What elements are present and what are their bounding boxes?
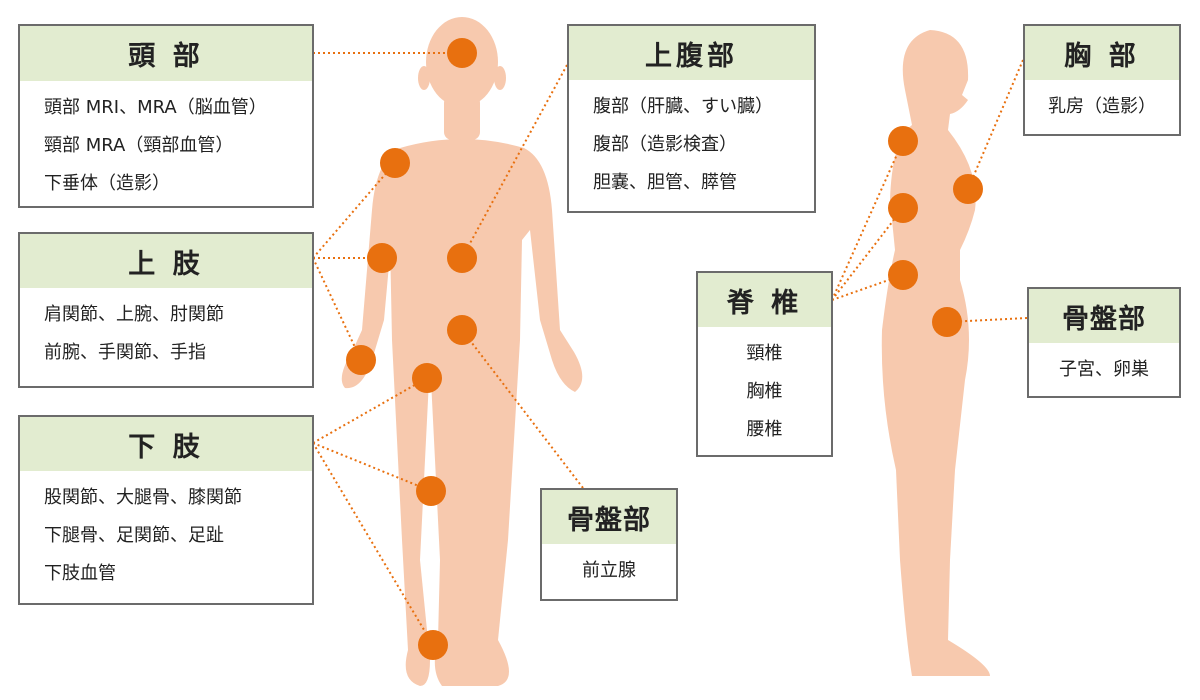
spine-item: 腰椎 xyxy=(746,419,783,440)
marker-head[interactable] xyxy=(447,38,477,68)
marker-elbow[interactable] xyxy=(367,243,397,273)
upper-abdomen-title: 上腹部 xyxy=(569,26,814,80)
head-title: 頭 部 xyxy=(20,26,312,81)
chest-item: 乳房（造影） xyxy=(1048,96,1156,117)
marker-pelvis-front[interactable] xyxy=(447,315,477,345)
head-box: 頭 部 頭部 MRI、MRA（脳血管） 頸部 MRA（頸部血管） 下垂体（造影） xyxy=(18,24,314,208)
marker-thoracic-spine[interactable] xyxy=(888,193,918,223)
lower-limb-box: 下 肢 股関節、大腿骨、膝関節 下腿骨、足関節、足趾 下肢血管 xyxy=(18,415,314,605)
lower-limb-item: 下腿骨、足関節、足趾 xyxy=(44,525,224,546)
pelvis-front-box: 骨盤部 前立腺 xyxy=(540,488,678,601)
pelvis-front-item: 前立腺 xyxy=(582,560,636,581)
marker-hip[interactable] xyxy=(412,363,442,393)
upper-limb-item: 前腕、手関節、手指 xyxy=(44,342,206,363)
spine-box: 脊 椎 頸椎 胸椎 腰椎 xyxy=(696,271,833,457)
head-item: 頭部 MRI、MRA（脳血管） xyxy=(44,97,267,118)
marker-wrist[interactable] xyxy=(346,345,376,375)
pelvis-side-item: 子宮、卵巣 xyxy=(1059,359,1149,380)
marker-lumbar-spine[interactable] xyxy=(888,260,918,290)
marker-upper-abdomen[interactable] xyxy=(447,243,477,273)
marker-knee[interactable] xyxy=(416,476,446,506)
marker-shoulder[interactable] xyxy=(380,148,410,178)
lower-limb-title: 下 肢 xyxy=(20,417,312,471)
marker-chest[interactable] xyxy=(953,174,983,204)
lower-limb-item: 股関節、大腿骨、膝関節 xyxy=(44,487,242,508)
marker-pelvis-side[interactable] xyxy=(932,307,962,337)
spine-title: 脊 椎 xyxy=(698,273,831,327)
upper-abdomen-item: 腹部（肝臓、すい臓） xyxy=(593,96,773,117)
chest-title: 胸 部 xyxy=(1025,26,1179,80)
spine-item: 胸椎 xyxy=(746,381,783,402)
upper-abdomen-item: 腹部（造影検査） xyxy=(593,134,737,155)
chest-box: 胸 部 乳房（造影） xyxy=(1023,24,1181,136)
pelvis-side-title: 骨盤部 xyxy=(1029,289,1179,343)
upper-abdomen-box: 上腹部 腹部（肝臓、すい臓） 腹部（造影検査） 胆嚢、胆管、膵管 xyxy=(567,24,816,213)
marker-ankle[interactable] xyxy=(418,630,448,660)
upper-limb-item: 肩関節、上腕、肘関節 xyxy=(44,304,224,325)
pelvis-side-box: 骨盤部 子宮、卵巣 xyxy=(1027,287,1181,398)
head-item: 頸部 MRA（頸部血管） xyxy=(44,135,234,156)
upper-limb-box: 上 肢 肩関節、上腕、肘関節 前腕、手関節、手指 xyxy=(18,232,314,388)
lower-limb-item: 下肢血管 xyxy=(44,563,116,584)
upper-abdomen-item: 胆嚢、胆管、膵管 xyxy=(593,172,737,193)
head-item: 下垂体（造影） xyxy=(44,173,170,194)
spine-item: 頸椎 xyxy=(746,343,783,364)
upper-limb-title: 上 肢 xyxy=(20,234,312,288)
marker-cervical-spine[interactable] xyxy=(888,126,918,156)
pelvis-front-title: 骨盤部 xyxy=(542,490,676,544)
